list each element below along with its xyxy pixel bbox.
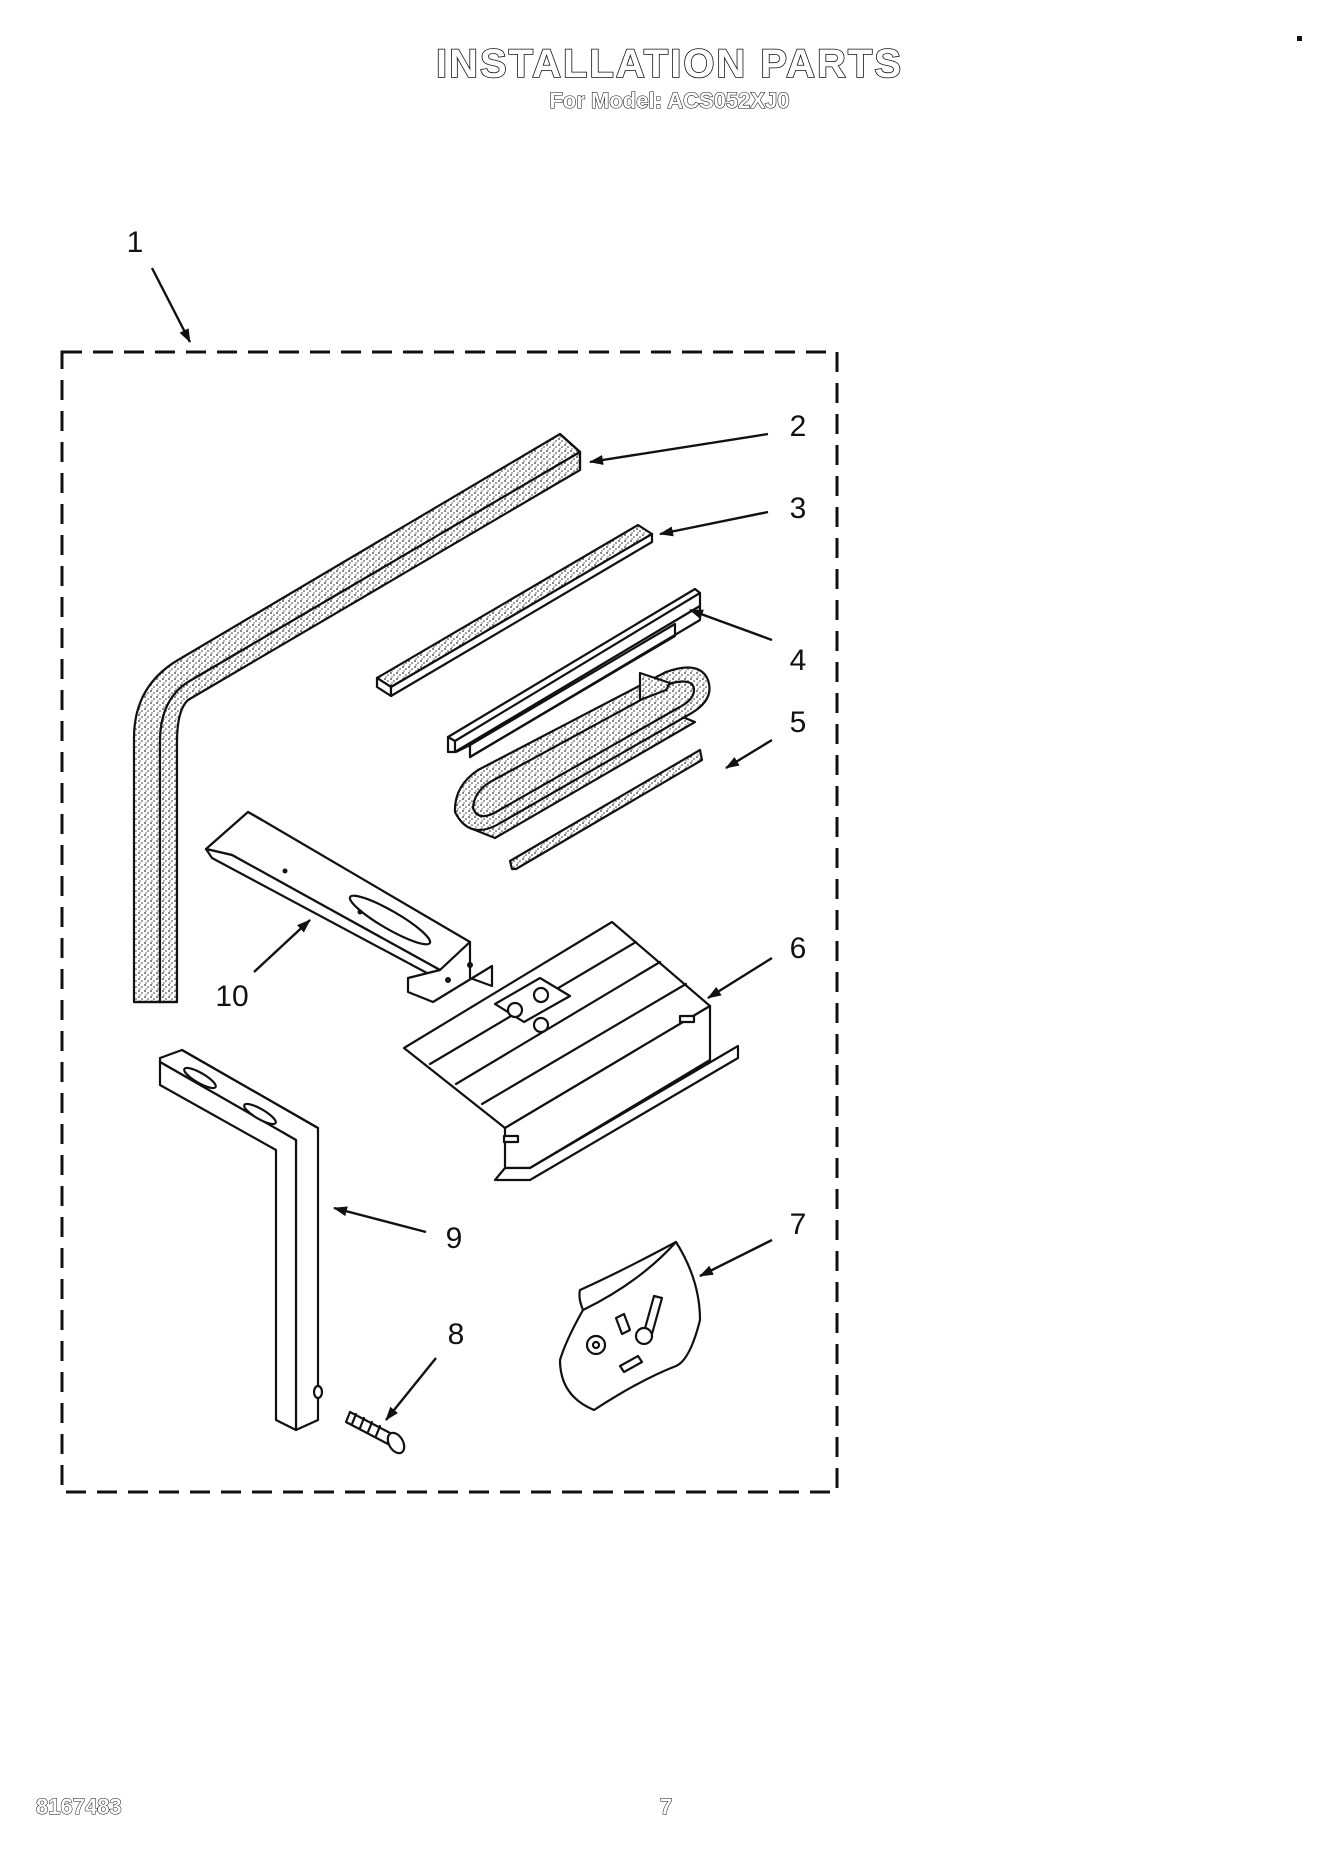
part-10-bracket — [204, 810, 494, 1004]
callout-4: 4 — [790, 644, 807, 677]
part-7-hardware-bag — [558, 1240, 702, 1412]
callout-6: 6 — [790, 932, 807, 965]
callout-5: 5 — [790, 706, 807, 739]
model-subtitle: For Model: ACS052XJ0 — [549, 87, 790, 113]
corner-mark — [1297, 36, 1302, 41]
part-6-support-rail — [402, 920, 740, 1182]
callout-1: 1 — [127, 226, 144, 259]
kit-boundary — [60, 350, 839, 1494]
page-title: INSTALLATION PARTS — [435, 41, 904, 87]
callout-7: 7 — [790, 1208, 807, 1241]
part-5-foam-loop — [453, 666, 711, 871]
callout-9: 9 — [446, 1222, 463, 1255]
callout-3: 3 — [790, 492, 807, 525]
part-8-screw — [344, 1410, 406, 1455]
page-number: 7 — [659, 1794, 673, 1820]
callout-10: 10 — [215, 980, 248, 1013]
part-2-foam-seal — [132, 432, 582, 1004]
part-9-support-leg — [158, 1048, 324, 1432]
part-3-foam-strip — [375, 523, 654, 698]
callout-8: 8 — [448, 1318, 465, 1351]
part-4-channel — [446, 587, 702, 759]
document-number: 8167483 — [36, 1794, 123, 1820]
callout-2: 2 — [790, 410, 807, 443]
